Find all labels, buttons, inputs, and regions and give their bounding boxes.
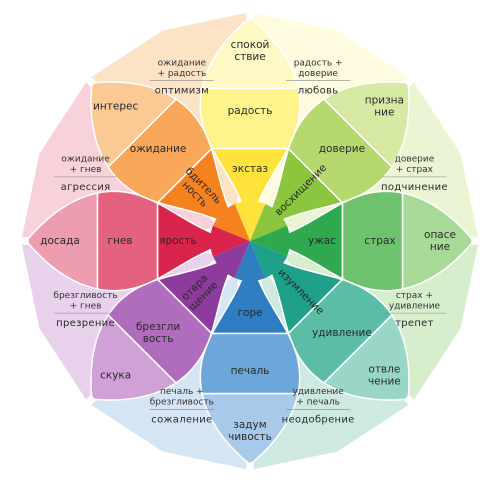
dyad-name-joy: любовь xyxy=(298,85,339,96)
label-fear-2: страх xyxy=(364,235,395,247)
core-wedge-joy xyxy=(234,201,266,241)
dyad-top-joy: радость +доверие xyxy=(294,58,343,79)
dyad-name-disgust: презрение xyxy=(56,318,115,329)
core-wedge-sadness xyxy=(234,241,266,281)
dyad-top-trust: доверие+ страх xyxy=(395,155,435,176)
core-wedge-trust xyxy=(250,204,287,241)
label-joy-1: экстаз xyxy=(232,163,268,175)
label-joy-2: радость xyxy=(228,105,273,117)
label-anticipation-3: интерес xyxy=(93,101,138,113)
dyad-name-surprise: неодобрение xyxy=(282,414,355,425)
petals xyxy=(27,18,473,464)
core-wedge-anticipation xyxy=(213,204,250,241)
petal-anger-band-3 xyxy=(27,192,99,290)
label-trust-2: доверие xyxy=(319,143,365,155)
dyad-top-anticipation: ожидание+ радость xyxy=(157,58,206,79)
petal-anticipation-band-3 xyxy=(90,81,178,169)
petal-trust-band-3 xyxy=(322,81,410,169)
dyad-name-anticipation: оптимизм xyxy=(155,85,209,96)
label-surprise-2: удивление xyxy=(312,327,372,339)
dyad-name-sadness: сожаление xyxy=(151,414,212,425)
label-fear-1: ужас xyxy=(308,235,336,247)
label-sadness-1: горе xyxy=(237,307,262,319)
dyad-top-anger: ожидание+ гнев xyxy=(61,155,110,176)
label-anger-3: досада xyxy=(40,235,80,247)
label-disgust-3: скука xyxy=(100,369,131,381)
label-anger-1: ярость xyxy=(159,235,196,247)
dyad-top-disgust: брезгливость+ гнев xyxy=(53,291,117,312)
label-anticipation-2: ожидание xyxy=(130,143,187,155)
label-sadness-2: печаль xyxy=(231,365,270,377)
petal-surprise-band-3 xyxy=(322,313,410,401)
petal-joy-band-3 xyxy=(201,18,299,90)
dyad-top-sadness: печаль +брезгливость xyxy=(150,387,214,408)
core-wedge-fear xyxy=(250,225,290,257)
dyad-name-fear: трепет xyxy=(395,318,434,329)
petal-fear-band-3 xyxy=(401,192,473,290)
petal-joy-band-2 xyxy=(199,87,301,150)
dyad-top-fear: страх +удивление xyxy=(389,291,441,312)
dyad-top-surprise: удивление+ печаль xyxy=(292,387,344,408)
core-wedge-anger xyxy=(209,225,250,257)
label-anger-2: гнев xyxy=(107,235,132,247)
dyad-name-trust: подчинение xyxy=(381,181,448,192)
petal-disgust-band-3 xyxy=(90,313,178,401)
core-wedge-surprise xyxy=(250,241,287,278)
petal-sadness-band-3 xyxy=(201,392,299,464)
petal-sadness-band-2 xyxy=(199,332,301,395)
core-wedge-disgust xyxy=(213,241,250,278)
dyad-name-anger: агрессия xyxy=(61,181,111,192)
